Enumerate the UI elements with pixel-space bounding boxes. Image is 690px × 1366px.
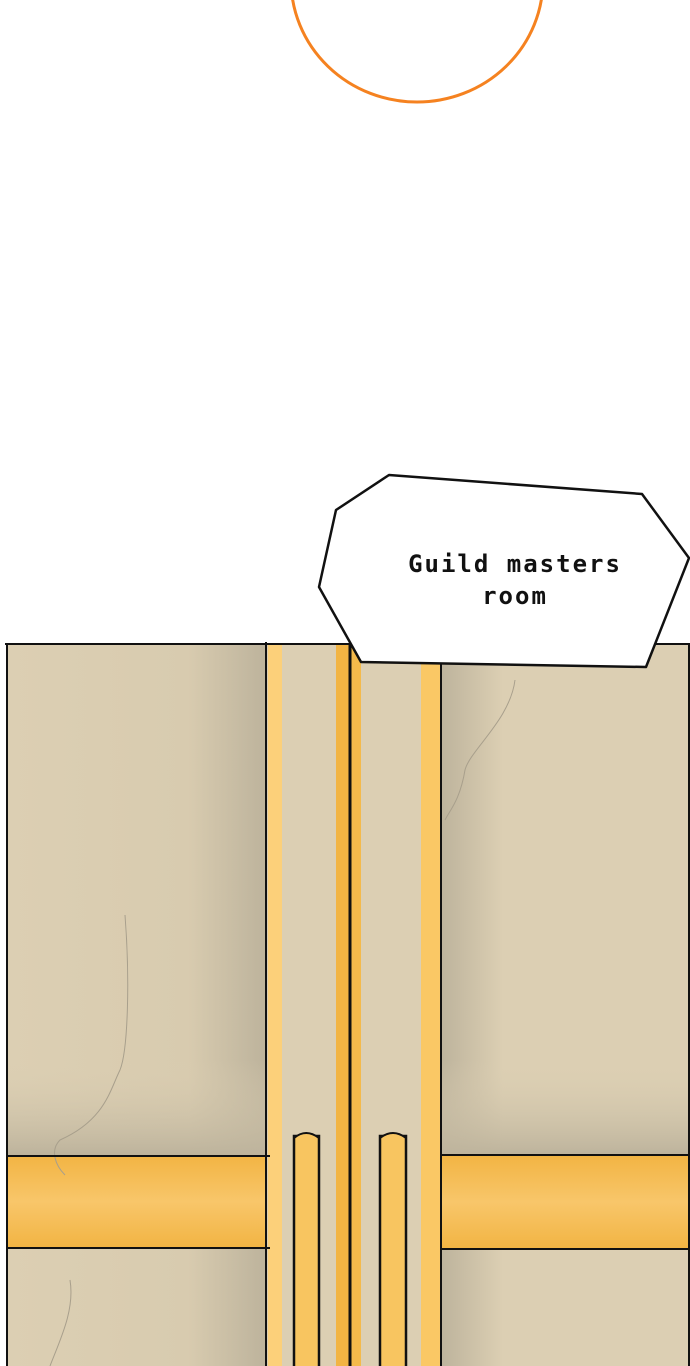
door-handle-right[interactable] (378, 1134, 408, 1366)
panel-outlines (5, 642, 690, 1366)
left-wall (7, 644, 266, 1366)
right-wall (441, 644, 689, 1366)
door[interactable] (266, 644, 441, 1366)
orange-circle (291, 0, 543, 104)
door-handle-left[interactable] (292, 1134, 321, 1366)
speech-bubble (317, 473, 690, 669)
speech-bubble-text: Guild masters room (408, 550, 622, 610)
